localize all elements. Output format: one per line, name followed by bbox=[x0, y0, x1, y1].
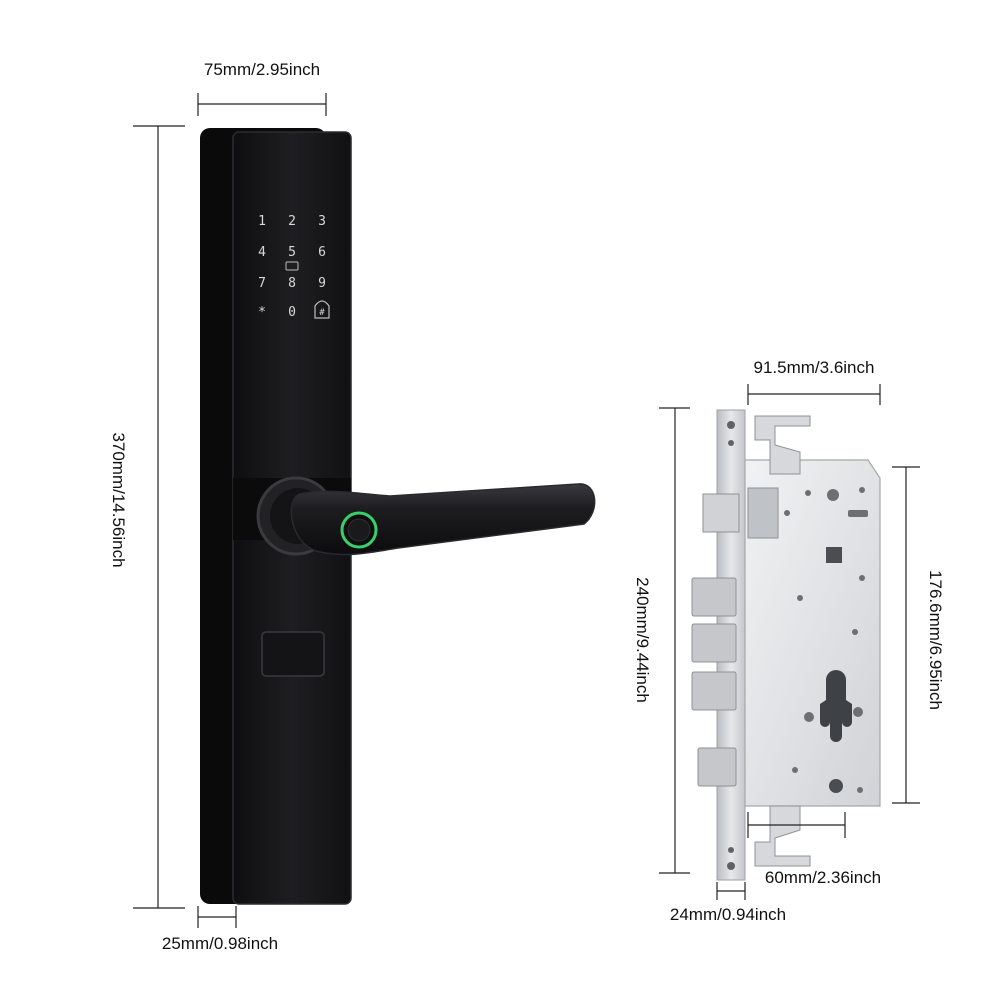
lock-depth-label: 25mm/0.98inch bbox=[162, 934, 278, 953]
key-6[interactable]: 6 bbox=[318, 245, 326, 260]
key-7[interactable]: 7 bbox=[258, 276, 266, 291]
lock-height-label: 370mm/14.56inch bbox=[109, 432, 128, 567]
key-1[interactable]: 1 bbox=[258, 214, 266, 229]
key-2[interactable]: 2 bbox=[288, 214, 296, 229]
handle-lock-dimensions: 75mm/2.95inch 370mm/14.56inch 25mm/0.98i… bbox=[109, 60, 327, 953]
mortise-spindle-distance-label: 60mm/2.36inch bbox=[765, 868, 881, 887]
key-3[interactable]: 3 bbox=[318, 214, 326, 229]
deadbolt-3 bbox=[691, 671, 737, 711]
mortise-height-label: 240mm/9.44inch bbox=[633, 577, 652, 703]
spindle-hole bbox=[826, 547, 842, 563]
key-0[interactable]: 0 bbox=[288, 305, 296, 320]
lever-handle[interactable] bbox=[290, 483, 596, 556]
doorbell-icon bbox=[314, 300, 330, 319]
lock-width-label: 75mm/2.95inch bbox=[204, 60, 320, 79]
keypad: 1 2 3 4 5 6 7 8 9 * 0 # bbox=[258, 214, 330, 320]
key-8[interactable]: 8 bbox=[288, 276, 296, 291]
deadbolt-2 bbox=[691, 623, 737, 663]
key-star[interactable]: * bbox=[258, 305, 266, 320]
mortise-dimensions: 91.5mm/3.6inch 240mm/9.44inch 176.6mm/6.… bbox=[633, 358, 945, 924]
top-hook bbox=[754, 415, 811, 475]
key-cylinder-cover[interactable] bbox=[261, 631, 325, 677]
deadbolt-1 bbox=[691, 577, 737, 617]
cylinder-hole bbox=[820, 670, 852, 742]
auxiliary-bolt bbox=[697, 747, 737, 787]
key-hash[interactable]: # bbox=[319, 308, 325, 318]
fingerprint-sensor-core bbox=[347, 518, 371, 542]
mortise-faceplate-label: 24mm/0.94inch bbox=[670, 905, 786, 924]
card-reader-icon bbox=[285, 261, 299, 271]
key-4[interactable]: 4 bbox=[258, 245, 266, 260]
latch-bolt bbox=[702, 493, 740, 533]
mortise-lock-body bbox=[691, 409, 881, 881]
mortise-hole-span-label: 176.6mm/6.95inch bbox=[926, 570, 945, 710]
mortise-width-label: 91.5mm/3.6inch bbox=[754, 358, 875, 377]
key-5[interactable]: 5 bbox=[288, 245, 296, 260]
bottom-hook bbox=[754, 805, 811, 867]
key-9[interactable]: 9 bbox=[318, 276, 326, 291]
handle-lock: 1 2 3 4 5 6 7 8 9 * 0 # bbox=[200, 128, 596, 905]
